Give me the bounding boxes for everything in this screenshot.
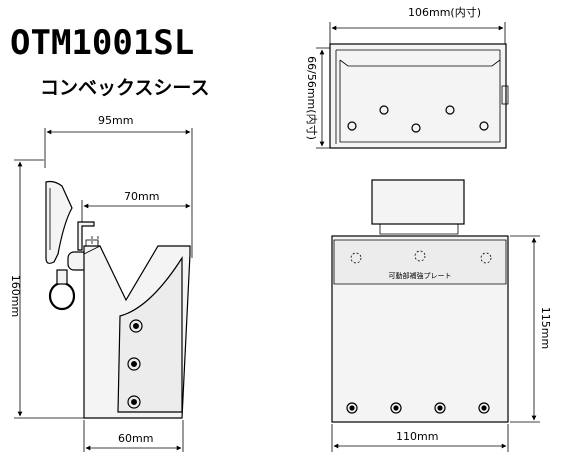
rivet xyxy=(346,402,358,414)
hole xyxy=(411,123,421,133)
d-ring xyxy=(48,281,76,311)
dim-label-70: 70mm xyxy=(124,190,159,203)
rivet xyxy=(127,395,141,409)
rivet xyxy=(390,402,402,414)
rivet xyxy=(127,357,141,371)
hole xyxy=(379,105,389,115)
front-plate xyxy=(117,255,183,413)
hole xyxy=(479,121,489,131)
dim-label-106: 106mm(内寸) xyxy=(408,5,481,19)
dim-label-66-56: 66/56mm(内寸) xyxy=(305,56,319,140)
side-view xyxy=(14,128,193,452)
product-subtitle: コンベックスシース xyxy=(40,77,209,99)
dim-label-115: 115mm xyxy=(539,307,552,349)
dim-label-95: 95mm xyxy=(98,114,133,127)
dim-label-110: 110mm xyxy=(396,430,438,443)
hole xyxy=(347,121,357,131)
top-view xyxy=(316,22,509,149)
model-title: OTM1001SL xyxy=(10,23,194,63)
top-view-outline xyxy=(329,43,507,149)
plate-label: 可動部補強プレート xyxy=(389,271,452,280)
rivet xyxy=(129,319,143,333)
rivet xyxy=(434,402,446,414)
back-clip xyxy=(371,179,465,225)
belt-clip xyxy=(45,180,73,264)
dim-label-160: 160mm xyxy=(9,275,22,317)
hole xyxy=(445,105,455,115)
reinforcement-plate xyxy=(333,239,507,285)
dim-label-60: 60mm xyxy=(118,432,153,445)
front-view xyxy=(331,179,540,452)
rivet xyxy=(478,402,490,414)
